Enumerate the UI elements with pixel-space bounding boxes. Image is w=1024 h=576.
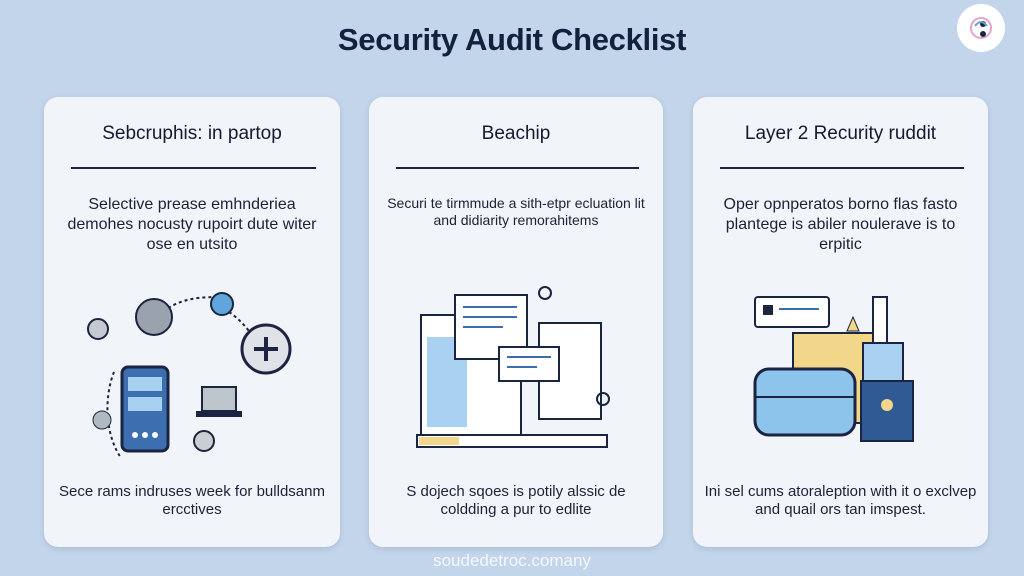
card-body: Securi te tirmmude a sith-etpr ecluation…	[387, 195, 645, 228]
card-footer: Sece rams indruses week for bulldsanm er…	[59, 483, 325, 518]
card-title: Sebcruphis: in partop	[102, 123, 282, 144]
divider	[720, 167, 964, 169]
documents-computer-illustration	[416, 286, 610, 448]
card-1: Sebcruphis: in partop Selective prease e…	[44, 97, 340, 547]
brand-logo-icon	[957, 4, 1005, 52]
divider	[396, 167, 639, 169]
card-body: Oper opnperatos borno flas fasto planteg…	[723, 196, 958, 253]
card-2: Beachip Securi te tirmmude a sith-etpr e…	[369, 97, 663, 547]
card-body: Selective prease emhnderiea demohes nocu…	[67, 196, 317, 253]
page-title: Security Audit Checklist	[337, 22, 687, 57]
card-footer: S dojech sqoes is potily alssic de coldd…	[406, 483, 626, 518]
footer-website: soudedetroc.comany	[433, 551, 591, 570]
server-hardware-illustration	[753, 296, 914, 442]
network-devices-illustration	[87, 292, 292, 457]
card-3: Layer 2 Recurity ruddit Oper opnperatos …	[693, 97, 988, 547]
card-footer: Ini sel cums atoraleption with it o excl…	[704, 483, 977, 518]
card-title: Layer 2 Recurity ruddit	[744, 123, 937, 144]
divider	[71, 167, 316, 169]
card-title: Beachip	[481, 123, 551, 144]
